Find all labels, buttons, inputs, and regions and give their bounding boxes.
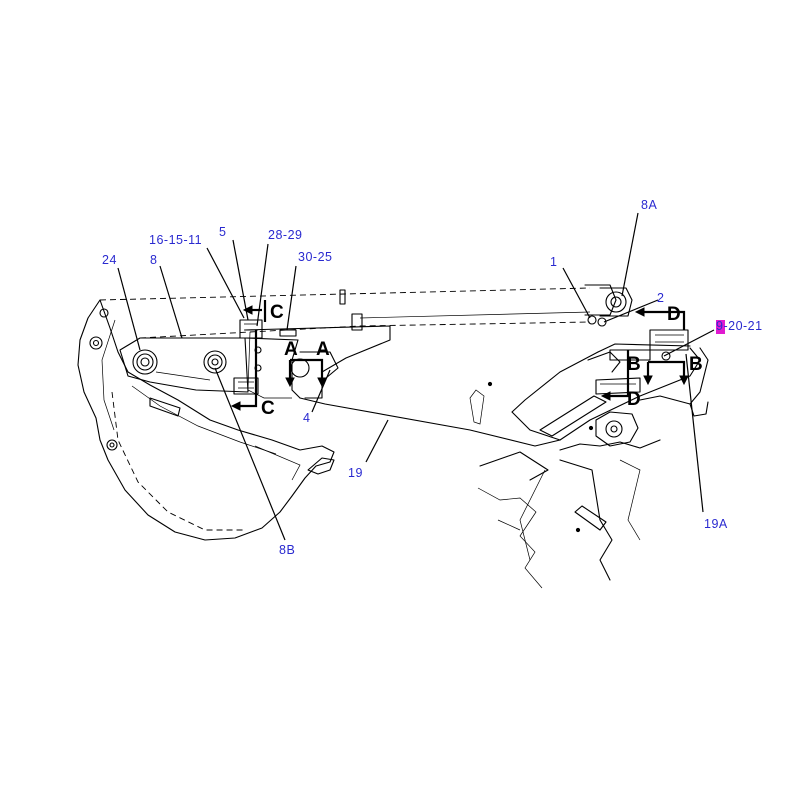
leader-lines xyxy=(117,212,715,541)
callout-28-29: 28-29 xyxy=(268,228,302,242)
bucket-linkage xyxy=(119,337,249,393)
pin-8b-outer xyxy=(203,350,227,374)
callout-1: 1 xyxy=(550,255,557,269)
bucket-cylinder xyxy=(99,284,617,339)
callout-24: 24 xyxy=(102,253,117,267)
callout-8b: 8B xyxy=(279,543,295,557)
pin-8a xyxy=(605,291,627,313)
callout-8: 8 xyxy=(150,253,157,267)
section-b-right: B xyxy=(689,354,703,375)
pin-24-outer xyxy=(132,349,158,375)
section-d-top: D xyxy=(667,304,681,325)
callout-8a: 8A xyxy=(641,198,657,212)
callout-19: 19 xyxy=(348,466,363,480)
section-a-left: A xyxy=(284,339,298,360)
callout-19a: 19A xyxy=(704,517,728,531)
bucket xyxy=(77,299,335,541)
link-cluster xyxy=(233,315,689,395)
callout-9-20-21: 9-20-21 xyxy=(716,319,763,333)
section-b-left: B xyxy=(627,354,641,375)
callout-labels: 8A 16-15-11 5 28-29 30-25 24 8 1 2 9-20-… xyxy=(102,198,763,557)
section-marker-labels: C C A A D D B B xyxy=(261,302,703,419)
highlight-mark xyxy=(716,320,725,334)
callout-2: 2 xyxy=(657,291,664,305)
section-d-bottom: D xyxy=(627,389,641,410)
callout-16-15-11: 16-15-11 xyxy=(149,233,202,247)
section-c-top: C xyxy=(270,302,284,323)
section-lines xyxy=(230,300,689,411)
section-a-right: A xyxy=(316,339,330,360)
section-c-bottom: C xyxy=(261,398,275,419)
callout-5: 5 xyxy=(219,225,226,239)
callout-30-25: 30-25 xyxy=(298,250,332,264)
callout-4: 4 xyxy=(303,411,310,425)
boom-section xyxy=(477,439,661,589)
